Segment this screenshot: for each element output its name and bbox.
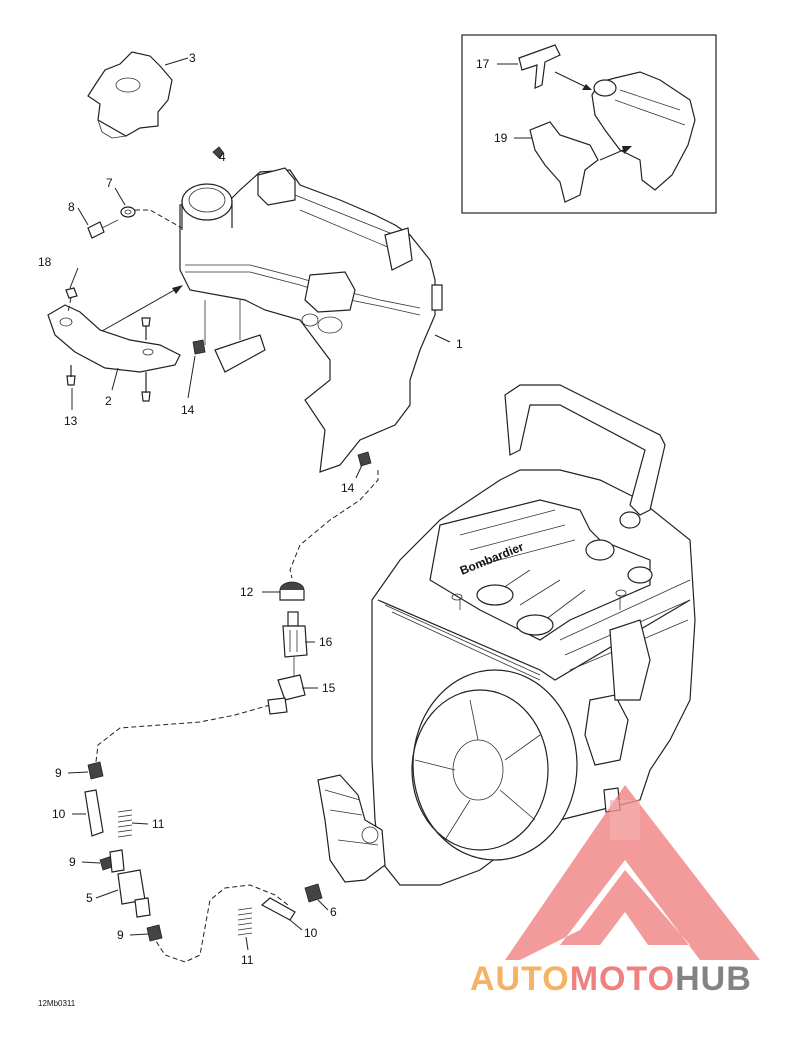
callout-14-upper: 14 — [181, 403, 195, 417]
fuel-filter-assembly — [267, 581, 308, 715]
callout-11-upper: 11 — [152, 817, 165, 831]
filler-cap — [87, 51, 173, 139]
engine: Bombardier — [317, 384, 696, 886]
callout-10-lower: 10 — [304, 926, 318, 940]
callout-4: 4 — [219, 150, 226, 164]
drawing-code: 12Mb0311 — [38, 999, 76, 1008]
spring-lower — [237, 907, 253, 936]
spring-upper — [117, 809, 133, 838]
callout-15: 15 — [322, 681, 336, 695]
callout-17: 17 — [476, 57, 490, 71]
callout-11-lower: 11 — [241, 953, 254, 967]
callout-1: 1 — [456, 337, 463, 351]
callout-13: 13 — [64, 414, 78, 428]
watermark-part-moto: MOTO — [570, 960, 675, 998]
lower-components — [84, 761, 323, 942]
hardware — [65, 146, 372, 467]
watermark-part-auto: AUTO — [470, 960, 570, 998]
watermark-part-hub: HUB — [675, 960, 752, 998]
assembly-arrow — [94, 285, 183, 336]
watermark-triangle-icon — [505, 785, 760, 960]
callout-9-lower: 9 — [117, 928, 124, 942]
callout-5: 5 — [86, 891, 93, 905]
bracket — [47, 304, 181, 373]
callout-18: 18 — [38, 255, 52, 269]
callout-12: 12 — [240, 585, 254, 599]
reservoir-tank — [179, 167, 443, 473]
callout-16: 16 — [319, 635, 333, 649]
callout-2: 2 — [105, 394, 112, 408]
callout-labels: 3 4 7 8 18 1 2 13 14 14 12 16 15 9 10 11… — [38, 51, 508, 1008]
callout-9-upper: 9 — [55, 766, 62, 780]
callout-10-upper: 10 — [52, 807, 66, 821]
callout-8: 8 — [68, 200, 75, 214]
callout-9-middle: 9 — [69, 855, 76, 869]
callout-14-lower: 14 — [341, 481, 355, 495]
callout-3: 3 — [189, 51, 196, 65]
watermark-logo: AUTOMOTOHUB — [470, 785, 760, 998]
leader-lines — [67, 57, 532, 951]
hose-route — [94, 470, 379, 963]
callout-7: 7 — [106, 176, 113, 190]
watermark-text: AUTOMOTOHUB — [470, 960, 752, 998]
callout-6: 6 — [330, 905, 337, 919]
inset-detail — [461, 34, 717, 214]
callout-19: 19 — [494, 131, 508, 145]
